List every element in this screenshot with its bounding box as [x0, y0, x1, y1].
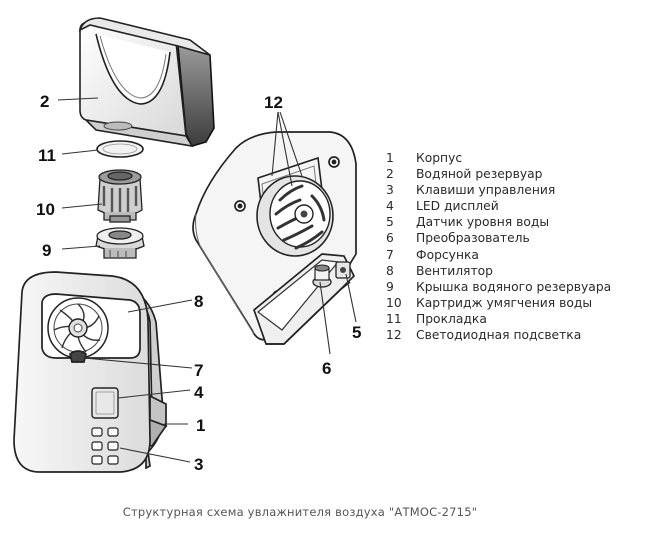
callout-12: 12: [264, 93, 283, 112]
legend-item: 6 Преобразователь: [386, 230, 641, 246]
callout-6: 6: [322, 359, 331, 378]
legend-item: 2 Водяной резервуар: [386, 166, 641, 182]
callout-2: 2: [40, 92, 49, 111]
main-body: [13, 271, 168, 473]
legend-item-number: 10: [386, 295, 402, 310]
gasket: [96, 140, 144, 158]
legend-item: 4 LED дисплей: [386, 198, 641, 214]
nozzle: [69, 350, 87, 363]
legend-item-number: 8: [386, 263, 394, 278]
callout-4: 4: [194, 383, 204, 402]
legend-item-number: 4: [386, 199, 394, 214]
legend-item: 12 Светодиодная подсветка: [386, 327, 641, 343]
water-tank: [78, 17, 215, 148]
legend-item-number: 12: [386, 328, 402, 343]
legend-item: 11 Прокладка: [386, 311, 641, 327]
legend-item-label: Крышка водяного резервуара: [416, 279, 612, 294]
callout-5: 5: [352, 323, 361, 342]
legend-item-label: Картридж умягчения воды: [416, 295, 593, 310]
callout-9: 9: [42, 241, 51, 260]
tank-cap: [95, 227, 145, 259]
legend-item: 7 Форсунка: [386, 247, 641, 263]
legend-item-label: LED дисплей: [416, 199, 499, 214]
legend-item: 9 Крышка водяного резервуара: [386, 279, 641, 295]
leader-lines: [57, 97, 357, 463]
legend-item-number: 2: [386, 167, 394, 182]
legend-item: 5 Датчик уровня воды: [386, 214, 641, 230]
legend-item-label: Вентилятор: [416, 263, 493, 278]
legend-item-label: Преобразователь: [416, 231, 530, 246]
legend-item-number: 3: [386, 183, 394, 198]
control-buttons: [91, 427, 119, 465]
legend-item: 8 Вентилятор: [386, 263, 641, 279]
water-level-sensor: [335, 261, 351, 279]
softening-cartridge: [97, 169, 143, 223]
legend-item-label: Водяной резервуар: [416, 167, 543, 182]
legend-item-number: 6: [386, 231, 394, 246]
legend-item-number: 9: [386, 279, 394, 294]
legend-item-label: Датчик уровня воды: [416, 215, 550, 230]
legend-item-number: 5: [386, 215, 394, 230]
transducer: [312, 264, 332, 288]
rear-fan: [256, 175, 334, 257]
led-display: [91, 387, 119, 419]
legend-item-number: 7: [386, 247, 394, 262]
legend-item-number: 1: [386, 151, 394, 165]
legend-item-label: Клавиши управления: [416, 183, 556, 198]
parts-legend: 1 Корпус 2 Водяной резервуар 3 Клавиши управл…: [386, 150, 641, 343]
callout-8: 8: [194, 292, 203, 311]
callout-10: 10: [36, 200, 55, 219]
legend-item-number: 11: [386, 311, 402, 326]
legend-item-label: Корпус: [416, 151, 463, 165]
callout-7: 7: [194, 361, 203, 380]
legend-item-label: Прокладка: [416, 311, 487, 326]
legend-item: 1 Корпус: [386, 150, 641, 166]
callout-3: 3: [194, 455, 203, 474]
callout-1: 1: [196, 416, 205, 435]
legend-item: 10 Картридж умягчения воды: [386, 295, 641, 311]
inner-housing: [192, 131, 357, 345]
front-fan: [47, 297, 109, 359]
diagram-caption: Структурная схема увлажнителя воздуха "А…: [122, 505, 478, 519]
legend-item-label: Светодиодная подсветка: [416, 328, 582, 343]
legend-item-label: Форсунка: [416, 247, 479, 262]
callout-11: 11: [38, 146, 56, 165]
legend-item: 3 Клавиши управления: [386, 182, 641, 198]
